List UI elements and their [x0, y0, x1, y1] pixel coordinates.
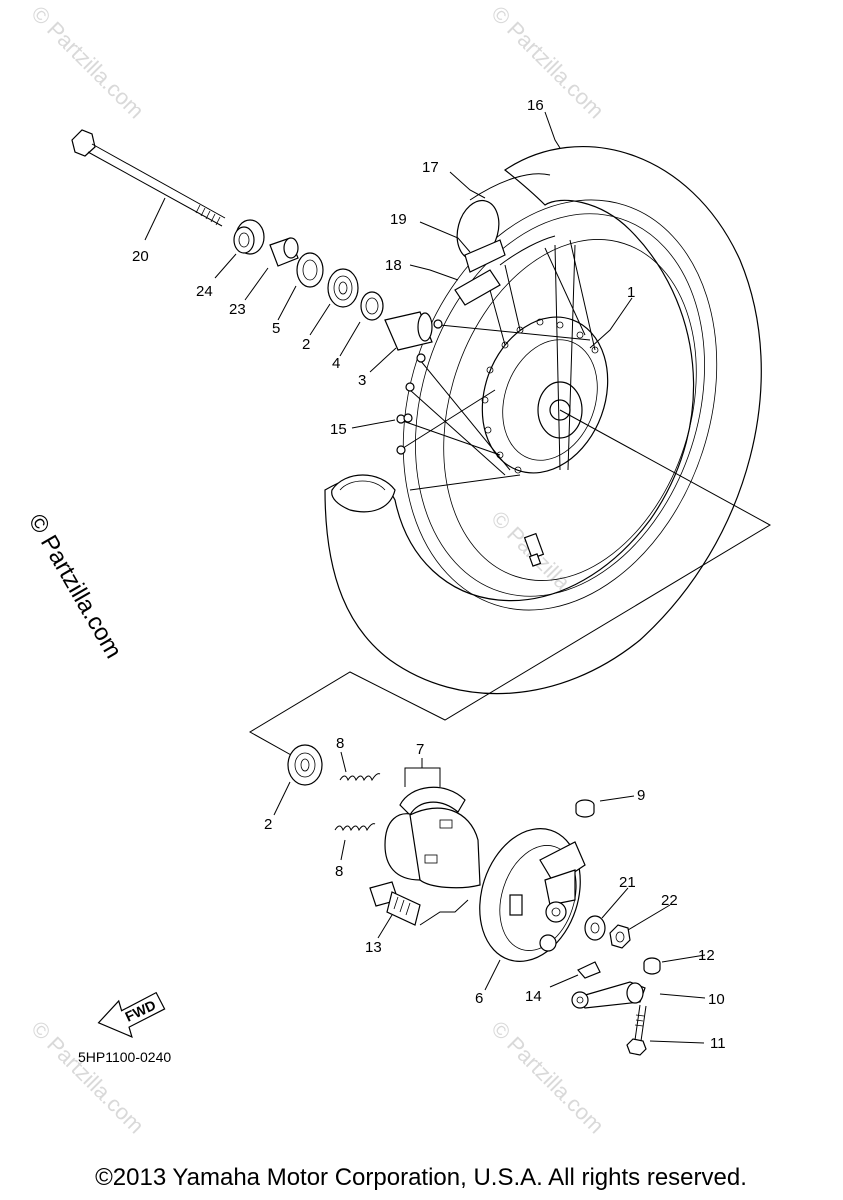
brake-cam [369, 881, 421, 926]
wear-indicator [577, 961, 601, 979]
diagram-code: 5HP1100-0240 [78, 1049, 171, 1065]
callout-9: 9 [637, 787, 645, 804]
hub-spacer [384, 311, 433, 351]
callout-12: 12 [698, 947, 715, 964]
leader-lines [144, 111, 706, 1044]
callout-7: 7 [416, 741, 424, 758]
callout-2-upper: 2 [302, 336, 310, 353]
bearing-lower [287, 744, 323, 786]
rim-inner [415, 213, 705, 597]
watermark-top-right: © Partzilla.com [486, 1, 609, 124]
watermark-bottom-right: © Partzilla.com [486, 1016, 609, 1139]
callout-1: 1 [627, 284, 635, 301]
callout-5: 5 [272, 320, 280, 337]
valve-stem [523, 532, 545, 567]
tube-end-inner [339, 480, 386, 491]
fwd-arrow-icon: FWD [97, 991, 166, 1038]
brake-parts [287, 744, 661, 1056]
plug [575, 799, 595, 818]
callout-13: 13 [365, 939, 382, 956]
callout-6: 6 [475, 990, 483, 1007]
axle-bolt [71, 129, 226, 227]
callout-2-lower: 2 [264, 816, 272, 833]
cam-lever [571, 981, 646, 1009]
callout-19: 19 [390, 211, 407, 228]
rim-tape [464, 239, 506, 273]
washer [584, 915, 606, 941]
rim-band [454, 269, 501, 306]
axle-parts [71, 129, 433, 423]
bearing-upper [327, 268, 359, 308]
collar [233, 219, 265, 255]
callout-10: 10 [708, 991, 725, 1008]
callout-17: 17 [422, 159, 439, 176]
panel-projection [419, 899, 469, 926]
shoe-bracket [404, 758, 441, 787]
callout-21: 21 [619, 874, 636, 891]
pinch-bolt [626, 1004, 647, 1056]
spoke-set [403, 413, 413, 423]
watermark-top-left: © Partzilla.com [26, 1, 149, 124]
callouts: 16 17 19 18 1 20 24 23 5 2 4 3 15 8 7 2 … [132, 97, 726, 1052]
spacer [269, 237, 299, 267]
callout-23: 23 [229, 301, 246, 318]
hub-flange-inner [502, 339, 598, 461]
nut-large [609, 924, 631, 949]
callout-8-lower: 8 [335, 863, 343, 880]
callout-24: 24 [196, 283, 213, 300]
callout-18: 18 [385, 257, 402, 274]
callout-8-upper: 8 [336, 735, 344, 752]
copyright-footer: ©2013 Yamaha Motor Corporation, U.S.A. A… [95, 1164, 747, 1191]
spring-upper [339, 773, 381, 782]
callout-3: 3 [358, 372, 366, 389]
side-watermark: © Partzilla.com [23, 510, 127, 664]
small-seal [360, 291, 384, 321]
callout-15: 15 [330, 421, 347, 438]
spoke-nipples [396, 319, 443, 455]
spring-lower [334, 823, 376, 832]
callout-14: 14 [525, 988, 542, 1005]
callout-20: 20 [132, 248, 149, 265]
spokes [399, 239, 596, 491]
oil-seal [296, 252, 324, 288]
brake-panel [479, 828, 586, 962]
callout-22: 22 [661, 892, 678, 909]
nut-small [643, 957, 661, 975]
wheel-assembly [324, 145, 762, 695]
callout-16: 16 [527, 97, 544, 114]
projection-lines [249, 409, 772, 761]
callout-11: 11 [710, 1035, 726, 1052]
brake-shoes [384, 786, 481, 889]
spoke-holes [481, 318, 599, 474]
callout-4: 4 [332, 355, 340, 372]
rim-line-1 [443, 239, 697, 581]
